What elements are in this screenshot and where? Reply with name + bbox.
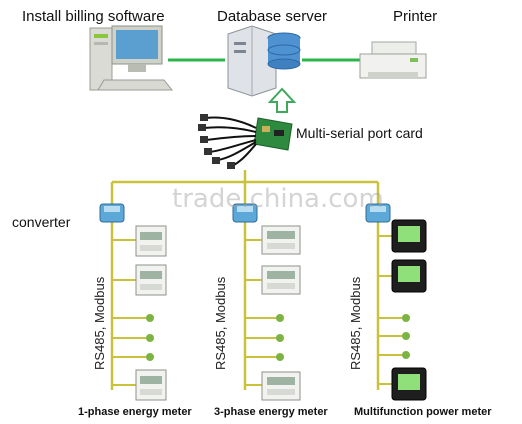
ellipsis-dot	[146, 353, 154, 361]
bus-taps-2	[245, 239, 278, 386]
meter-3phase-label: 3-phase energy meter	[214, 406, 328, 418]
converter-icon	[232, 203, 258, 223]
energy-meter-icon	[261, 225, 301, 255]
arrow-up-icon	[267, 87, 297, 113]
ellipsis-dot	[402, 314, 410, 322]
bus-taps-3	[378, 235, 404, 385]
multifunction-meter-label: Multifunction power meter	[354, 406, 492, 418]
serial-card-icon	[198, 114, 293, 169]
ellipsis-dot	[276, 334, 284, 342]
power-meter-icon	[391, 367, 427, 401]
printer-icon	[359, 41, 427, 79]
bus-taps-1	[112, 239, 148, 386]
ellipsis-dot	[276, 353, 284, 361]
power-meter-icon	[391, 219, 427, 253]
bus-label-1: RS485, Modbus	[92, 276, 107, 370]
converter-icon	[365, 203, 391, 223]
database-server-icon	[227, 25, 301, 97]
ellipsis-dot	[146, 334, 154, 342]
ellipsis-dot	[402, 351, 410, 359]
billing-software-label: Install billing software	[22, 8, 165, 25]
serial-card-label: Multi-serial port card	[296, 125, 423, 141]
bus-label-3: RS485, Modbus	[348, 276, 363, 370]
ellipsis-dot	[402, 332, 410, 340]
energy-meter-icon	[261, 371, 301, 401]
ellipsis-dot	[276, 314, 284, 322]
energy-meter-icon	[135, 225, 167, 257]
meter-1phase-label: 1-phase energy meter	[78, 406, 192, 418]
energy-meter-icon	[261, 265, 301, 295]
converter-label: converter	[12, 214, 71, 230]
ellipsis-dot	[146, 314, 154, 322]
printer-label: Printer	[393, 8, 438, 25]
energy-meter-icon	[135, 369, 167, 401]
computer-icon	[89, 25, 174, 91]
watermark: trade.china.com	[172, 184, 384, 214]
bus-wiring	[110, 170, 380, 390]
power-meter-icon	[391, 259, 427, 293]
converter-icon	[99, 203, 125, 223]
bus-label-2: RS485, Modbus	[213, 276, 228, 370]
energy-meter-icon	[135, 264, 167, 296]
database-server-label: Database server	[217, 8, 328, 25]
